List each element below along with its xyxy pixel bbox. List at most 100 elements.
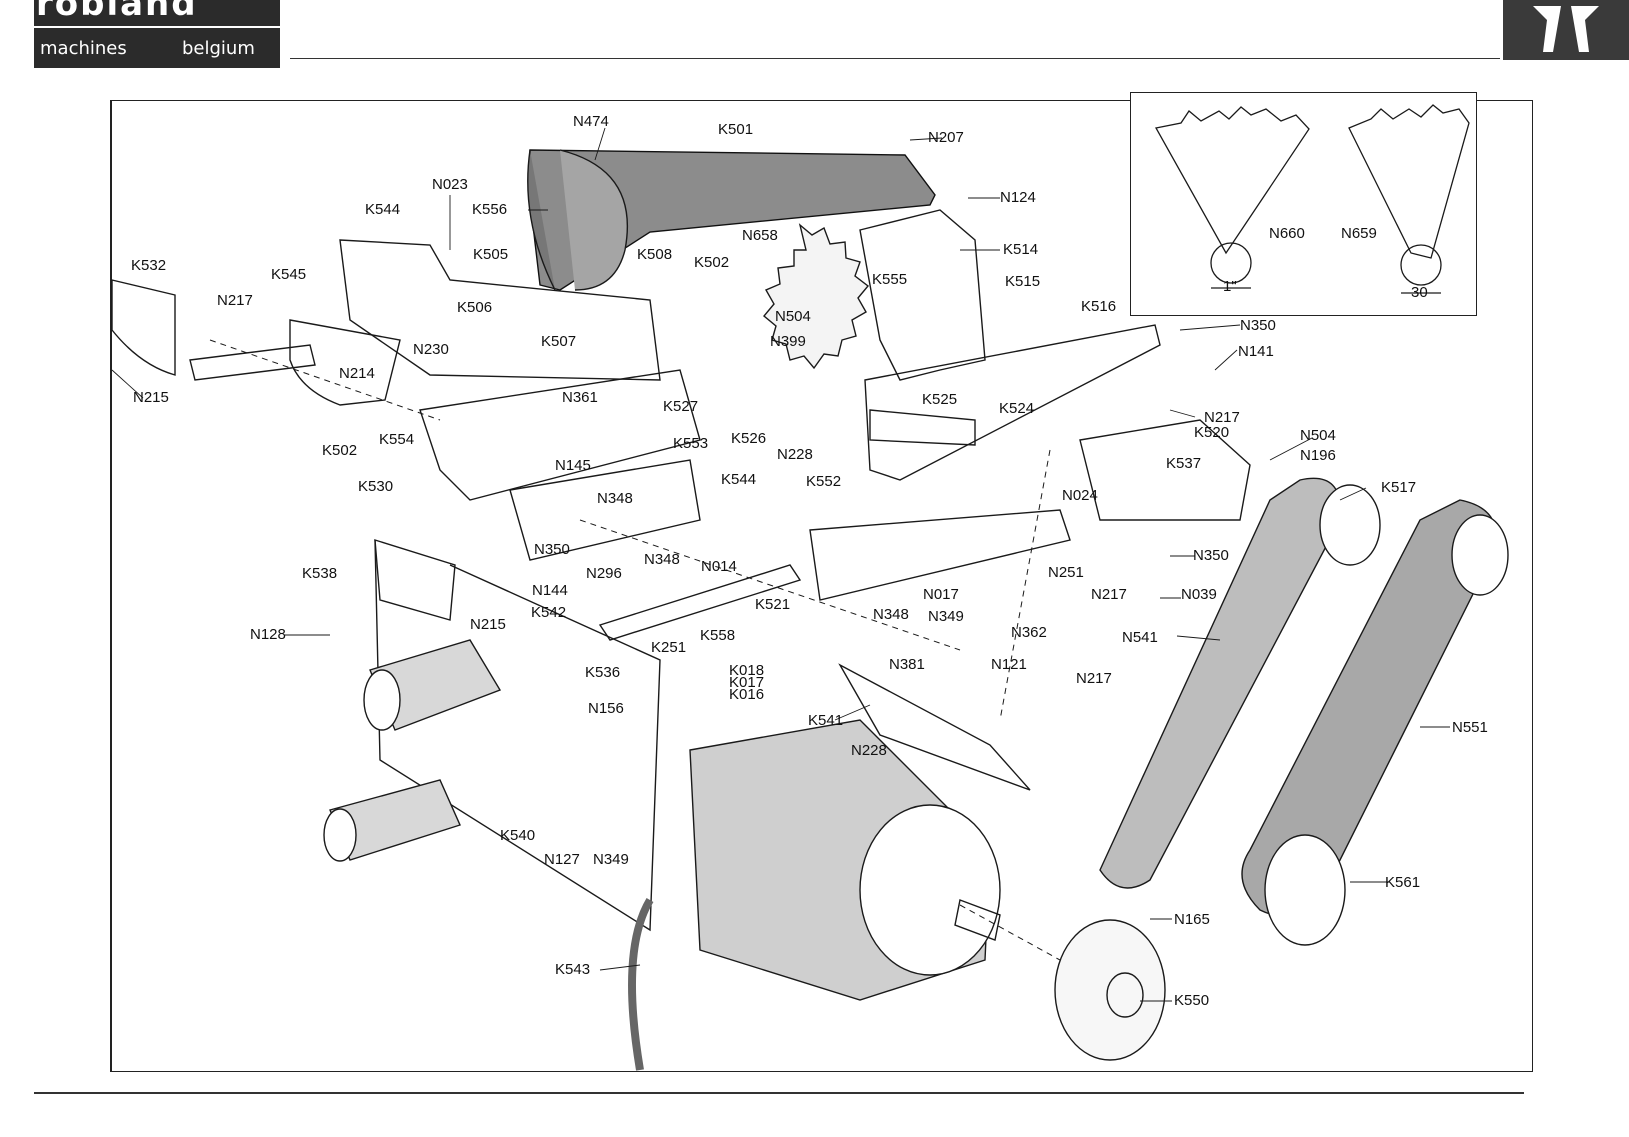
drive-bar [598,564,802,641]
side-plate [864,324,1161,481]
part-label-n361: N361 [562,389,598,406]
part-label-k507: K507 [541,333,577,350]
part-label-n350a: N350 [1240,317,1276,334]
brand-rule [34,26,280,28]
part-label-k525: K525 [922,391,958,408]
part-label-n207: N207 [928,129,964,146]
brand-subtitle-left: machines [40,38,127,59]
brand-name: robland [36,0,198,24]
part-label-n350c: N350 [1193,547,1229,564]
tube-upper-end [363,669,401,731]
part-label-k502a: K502 [694,254,730,271]
part-label-k018: K018 [729,662,765,679]
part-label-n196: N196 [1300,447,1336,464]
part-label-k555: K555 [872,271,908,288]
part-label-n658: N658 [742,227,778,244]
cover-k502 [289,319,401,406]
part-label-k558: K558 [700,627,736,644]
shaft [869,409,976,446]
part-label-k514: K514 [1003,241,1039,258]
part-label-n039: N039 [1181,586,1217,603]
part-label-n127: N127 [544,851,580,868]
blade-detail-inset: N660 1" N659 30 [1130,92,1477,316]
part-label-n251: N251 [1048,564,1084,581]
part-label-n362: N362 [1011,624,1047,641]
part-label-k016: K016 [729,686,765,703]
diagram-frame [110,100,1533,1072]
part-label-n141: N141 [1238,343,1274,360]
part-label-k520: K520 [1194,424,1230,441]
part-label-n228a: N228 [777,446,813,463]
mount-plate [374,539,456,621]
pulley-k561 [1264,834,1346,946]
part-label-n348a: N348 [597,490,633,507]
part-label-k536: K536 [585,664,621,681]
part-label-k540: K540 [500,827,536,844]
header-rule [290,58,1500,59]
part-label-n349b: N349 [593,851,629,868]
part-label-n017: N017 [923,586,959,603]
guard-plate [838,663,1031,791]
part-label-n023: N023 [432,176,468,193]
part-label-k530: K530 [358,478,394,495]
inset-label-right: N659 [1341,225,1377,242]
pulley-top [1451,514,1509,596]
part-label-k554: K554 [379,431,415,448]
part-label-k521: K521 [755,596,791,613]
pulley-k517 [1319,484,1381,566]
part-label-n156: N156 [588,700,624,717]
link-bar [189,344,316,381]
part-label-k550: K550 [1174,992,1210,1009]
part-label-n230: N230 [413,341,449,358]
part-label-k251: K251 [651,639,687,656]
part-label-k524: K524 [999,400,1035,417]
part-label-n165: N165 [1174,911,1210,928]
part-label-k545: K545 [271,266,307,283]
part-label-k538: K538 [302,565,338,582]
brand-logo: robland machines belgium [34,0,280,68]
part-label-n348c: N348 [873,606,909,623]
part-label-k561: K561 [1385,874,1421,891]
bearing-housing [1079,419,1251,521]
part-label-n296: N296 [586,565,622,582]
part-label-n121: N121 [991,656,1027,673]
part-label-k542: K542 [531,604,567,621]
part-label-n228b: N228 [851,742,887,759]
part-label-n214: N214 [339,365,375,382]
saw-blade [763,223,870,370]
part-label-n217a: N217 [217,292,253,309]
part-label-n217d: N217 [1076,670,1112,687]
inset-label-left: N660 [1269,225,1305,242]
fence-plate-lower [509,459,701,561]
bracket [809,509,1071,601]
belt-n541 [1099,477,1342,889]
part-label-k544a: K544 [365,201,401,218]
part-label-k505: K505 [473,246,509,263]
part-label-k552: K552 [806,473,842,490]
part-label-n551: N551 [1452,719,1488,736]
blade-detail-drawing [1154,104,1470,294]
brand-subtitle-right: belgium [182,38,255,59]
part-label-k526: K526 [731,430,767,447]
part-label-n504b: N504 [1300,427,1336,444]
part-label-n381: N381 [889,656,925,673]
part-label-k541: K541 [808,712,844,729]
part-label-n128: N128 [250,626,286,643]
part-label-n474: N474 [573,113,609,130]
part-label-n541: N541 [1122,629,1158,646]
inset-dim-left: 1" [1223,278,1237,295]
motor [628,719,1001,1071]
part-label-k543: K543 [555,961,591,978]
fence-plate [419,369,701,501]
part-label-k017: K017 [729,674,765,691]
part-label-n024: N024 [1062,487,1098,504]
footer-rule [34,1092,1524,1094]
part-label-n217c: N217 [1091,586,1127,603]
guard-box [339,239,661,381]
part-label-n349a: N349 [928,608,964,625]
cover-k532 [111,279,176,376]
part-label-n348b: N348 [644,551,680,568]
part-label-n399: N399 [770,333,806,350]
part-label-k556: K556 [472,201,508,218]
